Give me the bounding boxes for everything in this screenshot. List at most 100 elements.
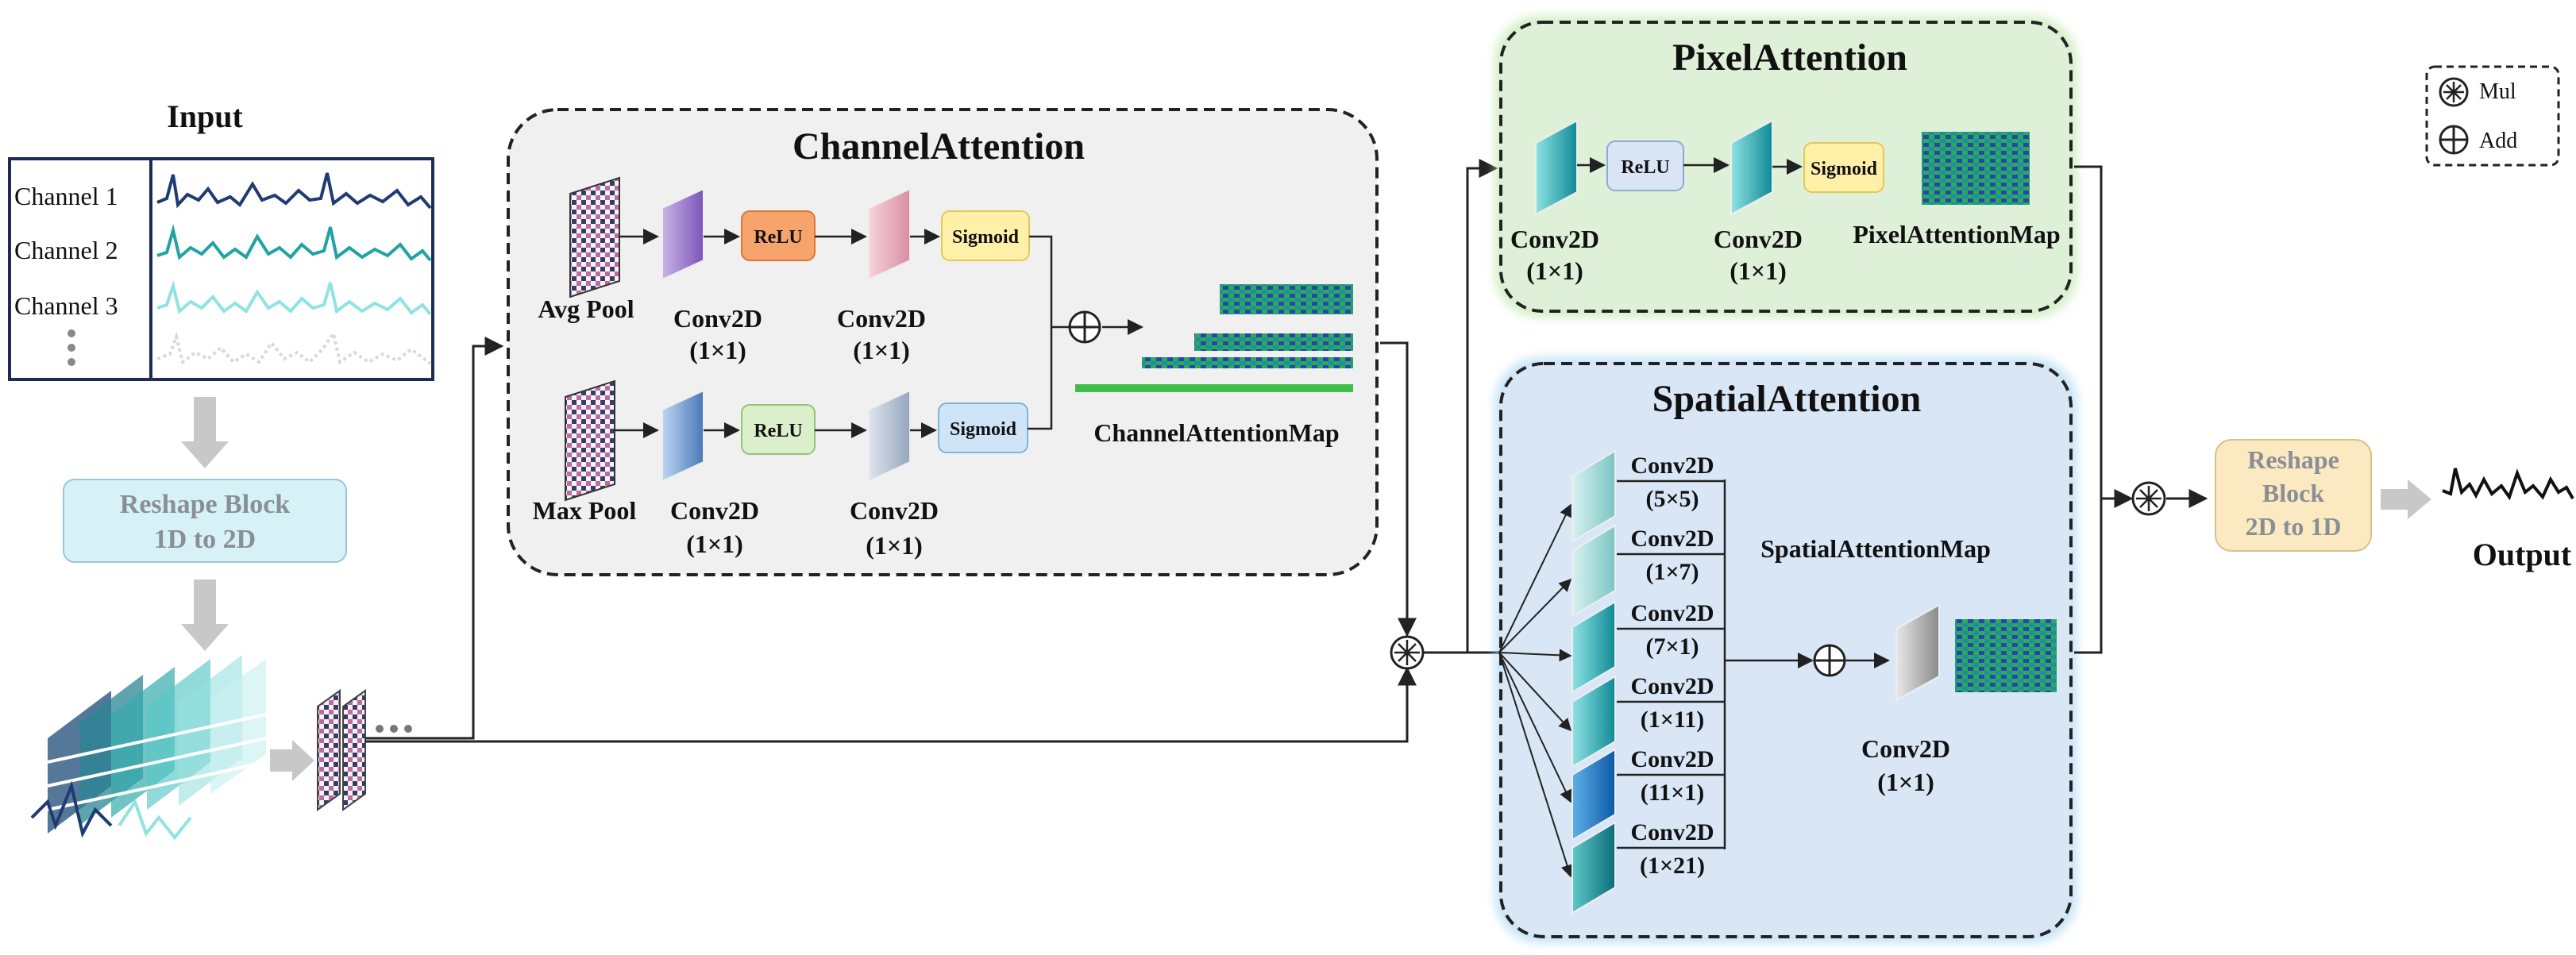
feature-right-arrow [270,740,314,781]
mul-node-1-icon [1390,635,1425,670]
channel-attention-title: ChannelAttention [792,125,1085,168]
legend-mul-label: Mul [2479,79,2516,104]
pixel-conv-2-size: (1×1) [1730,256,1787,285]
avg-sigmoid-label: Sigmoid [952,227,1020,248]
max-pool-map [565,379,615,502]
spatial-conv-2-name: Conv2D [1630,526,1714,552]
input-panel: Channel 1 Channel 2 Channel 3 [8,157,434,381]
legend-add-label: Add [2479,129,2517,153]
channel-3-label: Channel 3 [14,291,118,320]
channel-attention-module: ChannelAttention Avg Pool Conv2D (1×1) R… [507,108,1379,576]
spatial-conv-6-size: (1×21) [1640,853,1705,879]
spatial-conv-3-name: Conv2D [1630,600,1714,626]
channel-n-signal [156,329,432,365]
input-title: Input [167,98,243,134]
avg-pool-label: Avg Pool [538,295,634,323]
channel-1-label: Channel 1 [14,182,118,210]
pixel-conv-1-label: Conv2D [1510,225,1599,253]
spatial-attention-module: SpatialAttention Conv2D [1494,357,2077,943]
avg-conv-1-block [661,187,704,281]
channel-3-signal [156,279,432,316]
reshape-out-line3: 2D to 1D [2246,512,2342,541]
pixel-conv-2-label: Conv2D [1714,225,1803,253]
input-down-arrow [181,397,229,468]
add-icon [2439,125,2469,155]
pixel-relu-label: ReLU [1621,157,1669,178]
max-conv-1-label: Conv2D [670,496,759,525]
max-relu-label: ReLU [754,421,802,441]
spatial-final-conv-size: (1×1) [1877,768,1934,796]
spatial-conv-6-name: Conv2D [1630,819,1714,845]
merge-lines [2074,165,2208,654]
channel-attention-map-label: ChannelAttentionMap [1093,418,1339,447]
max-conv-2-block [868,389,911,483]
input-connections [365,337,1417,743]
spatial-conv-1x11-block [1571,675,1616,768]
channel-1-signal [156,172,432,210]
avg-conv-2-size: (1×1) [853,336,910,364]
ellipsis-dots [67,329,75,366]
pixel-conv-1-size: (1×1) [1526,256,1583,285]
pixel-sigmoid-label: Sigmoid [1811,159,1878,179]
max-conv-2-label: Conv2D [850,496,939,525]
max-pool-label: Max Pool [533,496,637,525]
output-right-arrow [2381,479,2431,519]
spatial-attention-map-label: SpatialAttentionMap [1760,534,1991,563]
spatial-attention-map [1955,619,2057,692]
max-conv-2-size: (1×1) [866,531,923,560]
max-conv-1-block [661,389,704,483]
pixel-conv-2-block [1730,119,1773,216]
spatial-conv-1-size: (5×5) [1645,486,1699,512]
pixel-conv-1-block [1535,119,1578,216]
max-conv-1-size: (1×1) [686,529,743,558]
pixel-attention-module: PixelAttention Conv2D (1×1) ReLU Conv2D … [1494,16,2077,318]
reshape-down-arrow [181,580,229,651]
pixel-attention-map-label: PixelAttentionMap [1853,220,2060,248]
avg-conv-2-label: Conv2D [837,304,926,333]
reshape-in-line1: Reshape Block [120,490,291,519]
spatial-conv-3-size: (7×1) [1645,633,1699,660]
avg-pool-map [569,176,620,298]
reshape-out-line1: Reshape [2247,445,2339,474]
avg-relu-label: ReLU [754,227,802,248]
channel-attention-map [1075,284,1353,392]
channel-2-label: Channel 2 [14,236,118,264]
legend: Mul Add [2425,65,2560,167]
spatial-conv-1x21-block [1571,821,1616,915]
mul-node-2-icon [2131,481,2166,516]
spatial-conv-7x1-block [1571,600,1616,694]
spatial-conv-11x1-block [1571,748,1616,841]
avg-conv-1-size: (1×1) [689,336,746,364]
spatial-conv-5-size: (11×1) [1641,780,1704,806]
reshape-out-line2: Block [2262,479,2324,507]
spatial-conv-4-size: (1×11) [1641,707,1704,733]
channel-2-signal [156,224,432,262]
spatial-conv-5x5-block [1571,449,1616,543]
reshape-block-1d-to-2d: Reshape Block 1D to 2D [63,479,347,563]
spatial-final-conv-label: Conv2D [1861,734,1950,763]
spatial-final-conv-block [1895,603,1940,702]
channel-to-mul-line [1380,341,1417,637]
stacked-2d-feature-blocks [30,655,267,841]
pixel-attention-title: PixelAttention [1672,37,1907,79]
input-feature-maps [317,689,412,811]
spatial-conv-1-name: Conv2D [1630,452,1714,479]
reshape-in-line2: 1D to 2D [154,525,256,554]
spatial-conv-4-name: Conv2D [1630,673,1714,699]
spatial-attention-title: SpatialAttention [1652,378,1922,420]
avg-conv-2-block [868,187,911,281]
spatial-conv-2-size: (1×7) [1645,559,1699,585]
output-title: Output [2473,537,2572,572]
channel-add-icon [1068,310,1101,344]
spatial-conv-1x7-block [1571,524,1616,618]
reshape-block-2d-to-1d: Reshape Block 2D to 1D [2215,439,2372,552]
avg-conv-1-label: Conv2D [673,304,762,333]
mul-icon [2439,77,2469,107]
output-signal [2442,468,2574,501]
pixel-attention-map [1922,132,2030,205]
mul1-out-lines [1423,159,1499,654]
pixel-sigmoid-box [1803,142,1884,193]
max-sigmoid-label: Sigmoid [950,419,1017,440]
spatial-conv-5-name: Conv2D [1630,746,1714,772]
